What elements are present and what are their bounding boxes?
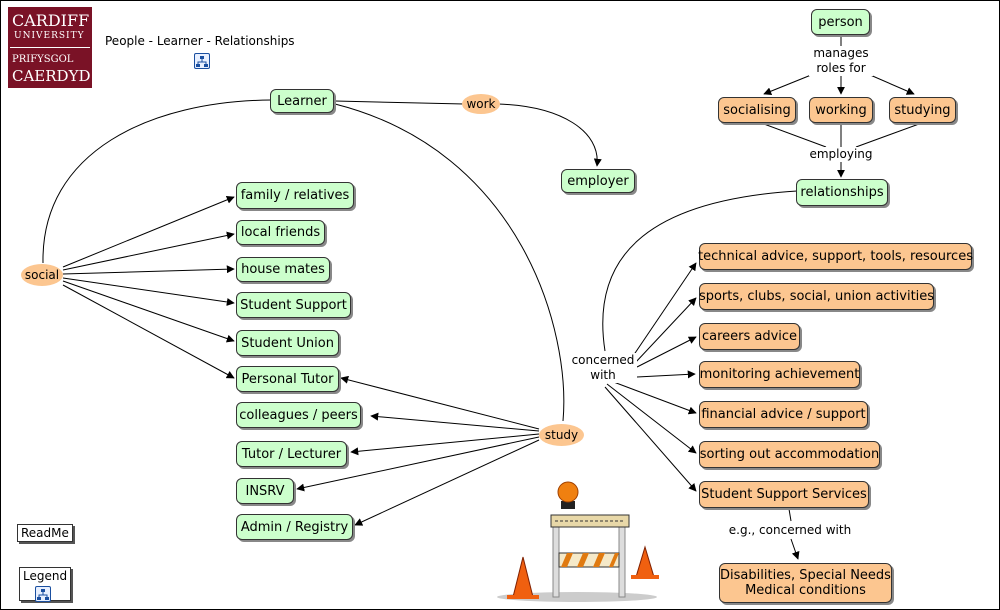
link-concerned-with: concerned with xyxy=(569,353,637,383)
cardiff-university-logo: CARDIFF UNIVERSITY PRIFYSGOL CAERDYD xyxy=(8,7,92,88)
concept-working[interactable]: working xyxy=(809,97,873,123)
link-study: study xyxy=(539,424,584,446)
concept-student-support-services[interactable]: Student Support Services xyxy=(699,481,869,508)
concept-student-union[interactable]: Student Union xyxy=(236,330,339,356)
concept-sorting-accommodation[interactable]: sorting out accommodation xyxy=(699,441,880,468)
concept-tutor-lecturer[interactable]: Tutor / Lecturer xyxy=(236,441,347,467)
concept-house-mates[interactable]: house mates xyxy=(236,257,330,282)
concept-student-support[interactable]: Student Support xyxy=(236,292,351,318)
logo-line-1: CARDIFF xyxy=(12,11,90,30)
concept-monitoring-achievement[interactable]: monitoring achievement xyxy=(699,361,860,388)
concept-relationships[interactable]: relationships xyxy=(796,179,888,206)
concept-careers-advice[interactable]: careers advice xyxy=(699,323,800,350)
concept-admin-registry[interactable]: Admin / Registry xyxy=(236,514,353,540)
concept-studying[interactable]: studying xyxy=(889,97,956,123)
page-title: People - Learner - Relationships xyxy=(105,34,295,48)
legend-label: Legend xyxy=(23,569,68,583)
link-concerned-line-2: with xyxy=(590,368,616,382)
concept-colleagues-peers[interactable]: colleagues / peers xyxy=(236,402,361,428)
link-work: work xyxy=(462,94,500,114)
logo-line-2: UNIVERSITY xyxy=(14,31,85,41)
link-manages-roles-for: manages roles for xyxy=(809,46,873,76)
submap-icon[interactable] xyxy=(194,53,210,69)
concept-sports-clubs[interactable]: sports, clubs, social, union activities xyxy=(699,283,934,310)
link-manages-line-2: roles for xyxy=(816,61,866,75)
legend-map-icon[interactable] xyxy=(35,586,51,602)
logo-divider xyxy=(10,47,90,48)
concept-disabilities-line-1: Disabilities, Special Needs xyxy=(720,568,891,583)
link-manages-line-1: manages xyxy=(813,46,869,60)
link-eg-concerned-with: e.g., concerned with xyxy=(724,523,856,538)
concept-disabilities[interactable]: Disabilities, Special Needs Medical cond… xyxy=(719,563,892,603)
readme-button[interactable]: ReadMe xyxy=(17,524,73,542)
link-concerned-line-1: concerned xyxy=(571,353,635,367)
link-social: social xyxy=(21,264,63,286)
under-construction-barrier-icon xyxy=(497,481,659,602)
concept-insrv[interactable]: INSRV xyxy=(236,478,294,504)
concept-learner[interactable]: Learner xyxy=(270,89,334,113)
concept-financial-advice[interactable]: financial advice / support xyxy=(699,401,868,428)
logo-line-4: CAERDYD xyxy=(12,67,91,85)
concept-disabilities-line-2: Medical conditions xyxy=(745,583,866,598)
concept-person[interactable]: person xyxy=(811,9,870,35)
concept-family-relatives[interactable]: family / relatives xyxy=(236,182,354,209)
logo-line-3: PRIFYSGOL xyxy=(12,54,74,65)
concept-employer[interactable]: employer xyxy=(561,169,635,193)
link-employing: employing xyxy=(806,147,876,162)
concept-socialising[interactable]: socialising xyxy=(718,97,796,123)
concept-technical-advice[interactable]: technical advice, support, tools, resour… xyxy=(698,243,973,270)
concept-personal-tutor[interactable]: Personal Tutor xyxy=(236,366,339,392)
concept-local-friends[interactable]: local friends xyxy=(236,220,325,245)
